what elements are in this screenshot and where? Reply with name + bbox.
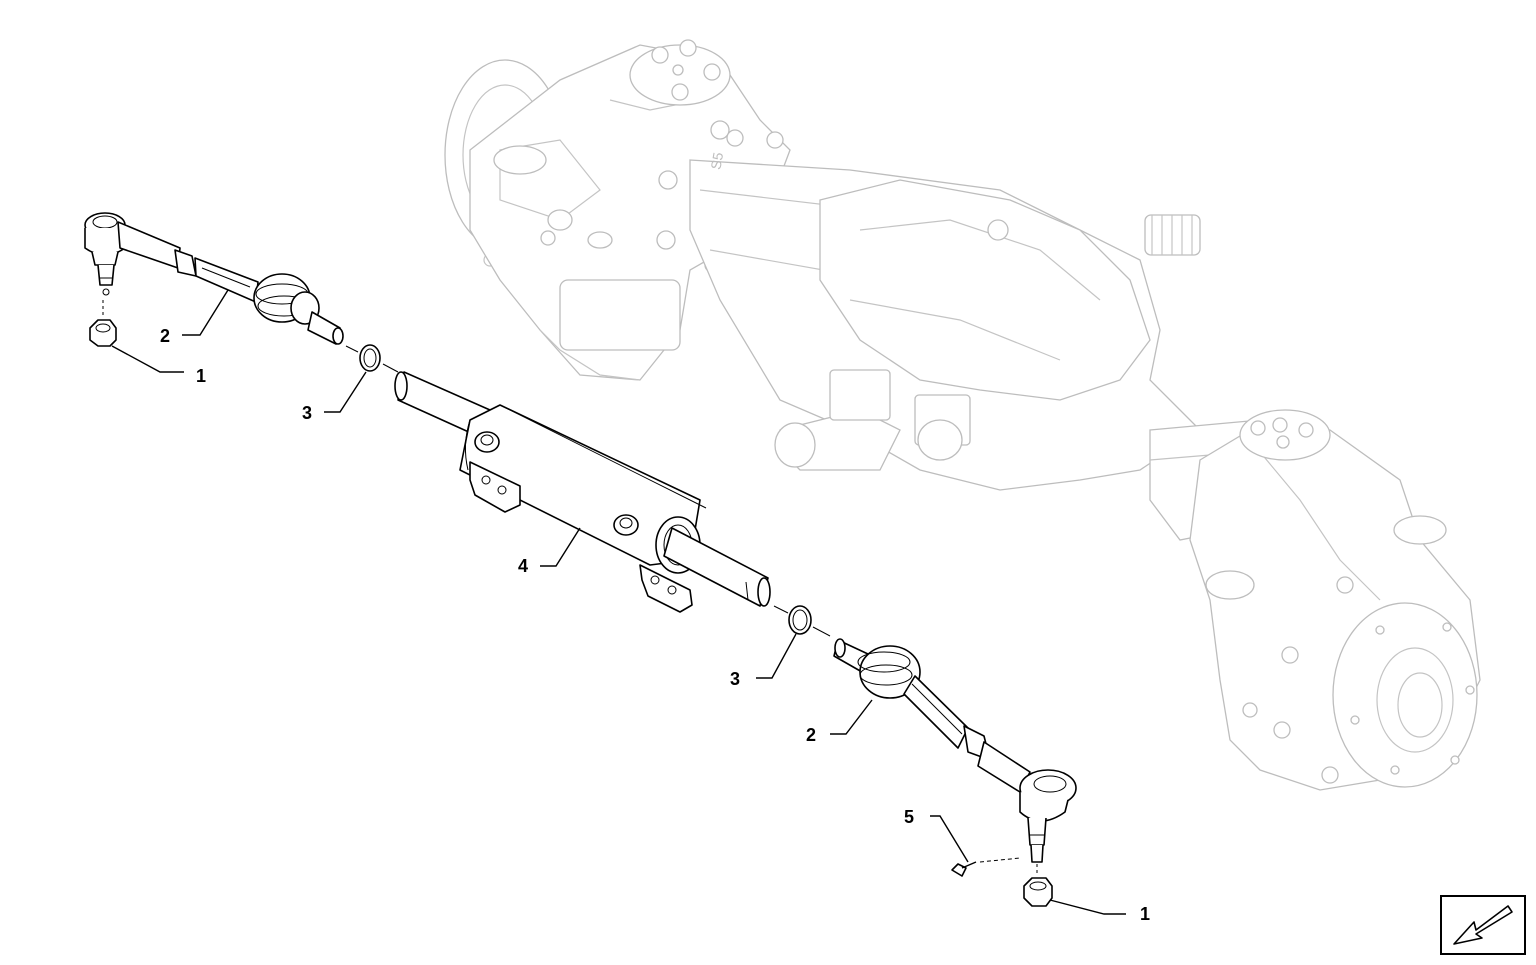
tie-rod-right	[833, 638, 1077, 863]
castle-nut-left	[89, 300, 117, 347]
axle-housing-ghost: S5	[444, 39, 1481, 791]
callout-2-right: 2	[806, 725, 816, 745]
steering-cylinder	[394, 371, 771, 613]
o-ring-right	[773, 605, 831, 637]
tie-rod-left	[84, 212, 344, 345]
castle-nut-right	[1023, 864, 1053, 907]
callout-3-right: 3	[730, 669, 740, 689]
axle-marking: S5	[707, 151, 726, 171]
callout-1-left: 1	[196, 366, 206, 386]
split-pin	[951, 857, 1021, 877]
navigate-back-button[interactable]	[1440, 895, 1526, 955]
callout-5: 5	[904, 807, 914, 827]
arrow-down-left-icon	[1453, 905, 1513, 945]
callout-2-left: 2	[160, 326, 170, 346]
callout-1-right: 1	[1140, 904, 1150, 924]
callouts: 1 2 3 4 3 2 5 1	[111, 289, 1150, 924]
o-ring-left	[345, 344, 399, 373]
callout-3-left: 3	[302, 403, 312, 423]
callout-4: 4	[518, 556, 528, 576]
